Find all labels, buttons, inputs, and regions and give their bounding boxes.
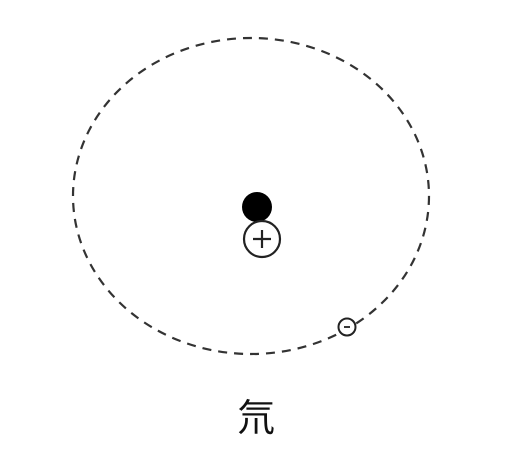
proton [242, 219, 282, 259]
neutron [242, 192, 272, 222]
electron [337, 317, 357, 337]
electron-orbit [71, 36, 431, 356]
element-name-label: 氘 [236, 396, 275, 440]
